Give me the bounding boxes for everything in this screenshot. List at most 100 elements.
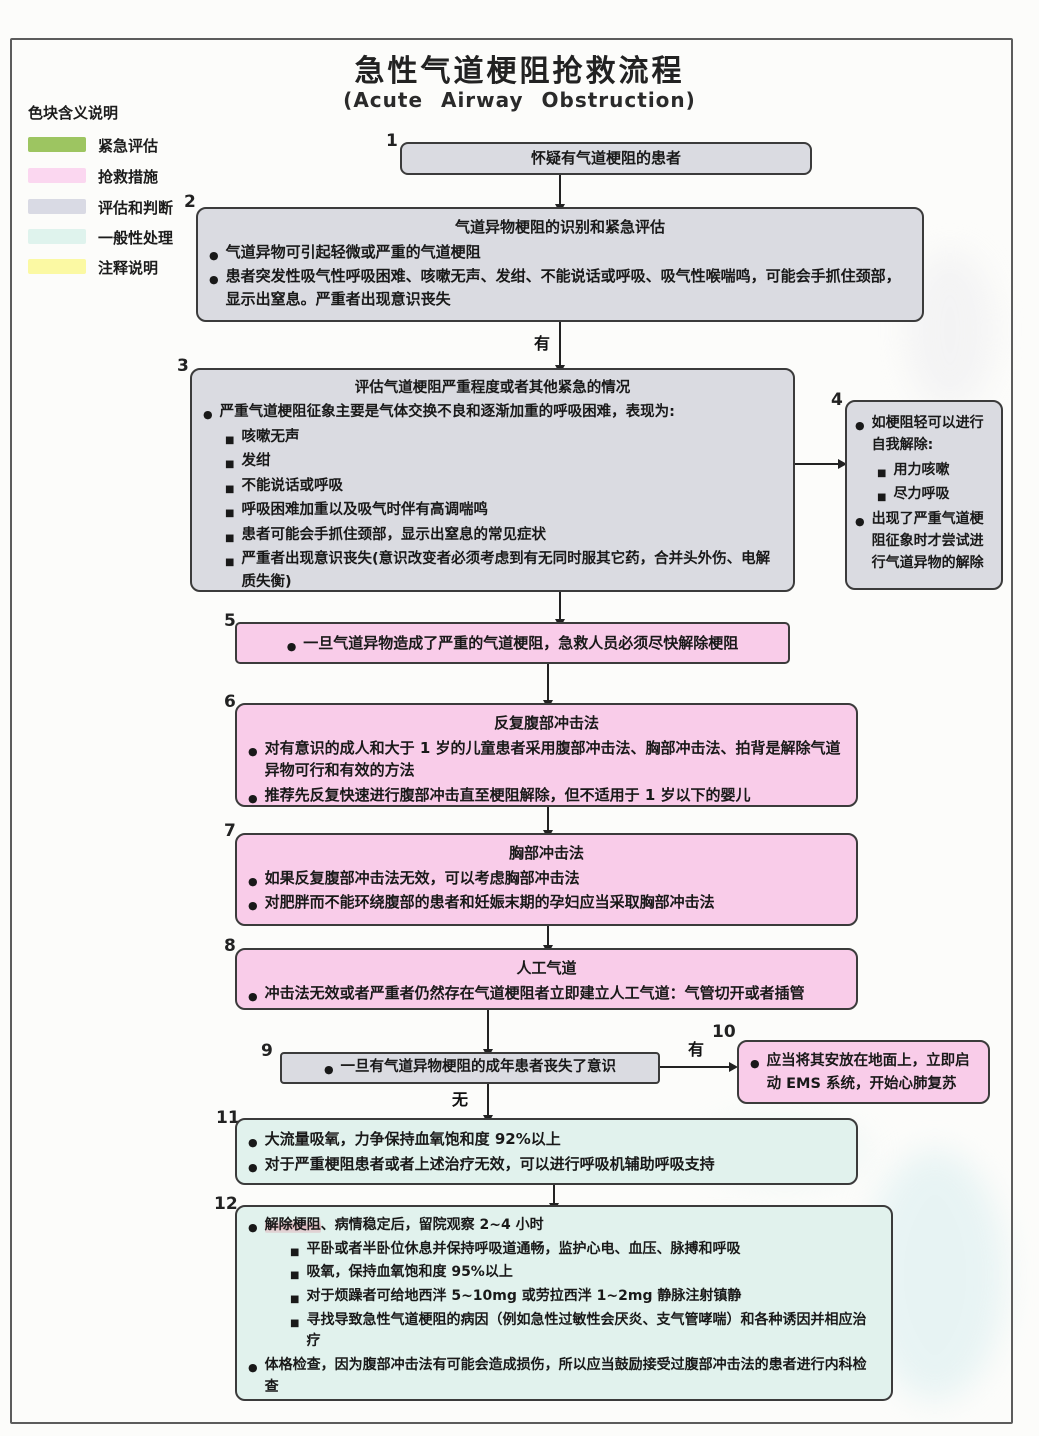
box-title: 怀疑有气道梗阻的患者: [530, 148, 681, 167]
bullet-text: 如梗阻轻可以进行自我解除:: [871, 415, 984, 454]
bullet-item: 大流量吸氧，力争保持血氧饱和度 92%以上: [248, 1128, 845, 1151]
box-1-suspected-airway-obstruction: 怀疑有气道梗阻的患者: [400, 142, 812, 175]
bullet-text: 推荐先反复快速进行腹部冲击直至梗阻解除，但不适用于 1 岁以下的婴儿: [264, 785, 751, 804]
box-number: 1: [386, 131, 398, 151]
bullet-dot-icon: [248, 784, 258, 807]
arrow-label-no: 无: [452, 1090, 469, 1109]
bullet-text: 一旦有气道异物梗阻的成年患者丧失了意识: [340, 1059, 617, 1076]
bullet-text: 如果反复腹部冲击法无效，可以考虑胸部冲击法: [264, 868, 580, 887]
bullet-item: 气道异物可引起轻微或严重的气道梗阻: [209, 241, 911, 264]
bullet-square-icon: [225, 499, 234, 521]
legend-swatch-pink: [28, 168, 86, 183]
bullet-item: 严重气道梗阻征象主要是气体交换不良和逐渐加重的呼吸困难，表现为:: [203, 401, 782, 423]
bullet-text: 解除梗阻、病情稳定后，留院观察 2~4 小时: [264, 1215, 544, 1237]
box-number: 7: [224, 821, 236, 841]
bullet-text: 咳嗽无声: [241, 428, 300, 445]
bullet-text: 尽力呼吸: [893, 486, 950, 503]
box-9-adult-loses-consciousness: 一旦有气道异物梗阻的成年患者丧失了意识: [280, 1052, 660, 1084]
box-title: 气道异物梗阻的识别和紧急评估: [454, 218, 665, 236]
sub-bullet-item: 尽力呼吸: [877, 483, 993, 505]
bullet-dot-icon: [248, 1153, 258, 1176]
sub-bullet-item: 发绀: [225, 450, 782, 472]
box-3-assess-severity: 评估气道梗阻严重程度或者其他紧急的情况 严重气道梗阻征象主要是气体交换不良和逐渐…: [190, 368, 795, 592]
bullet-dot-icon: [750, 1050, 760, 1073]
box-11-oxygen-ventilator-support: 大流量吸氧，力争保持血氧饱和度 92%以上 对于严重梗阻患者或者上述治疗无效，可…: [235, 1118, 858, 1185]
bullet-item: 如果反复腹部冲击法无效，可以考虑胸部冲击法: [248, 867, 845, 890]
arrow-box8-to-box9: [483, 1010, 493, 1058]
arrow-label-yes: 有: [688, 1040, 705, 1059]
box-number: 3: [177, 356, 189, 376]
box-title: 胸部冲击法: [508, 844, 584, 862]
bullet-text: 体格检查，因为腹部冲击法有可能会造成损伤，所以应当鼓励接受过腹部冲击法的患者进行…: [264, 1357, 867, 1395]
bullet-square-icon: [290, 1239, 299, 1261]
sub-bullet-item: 患者可能会手抓住颈部，显示出窒息的常见症状: [225, 524, 782, 546]
box-number: 11: [216, 1108, 240, 1128]
bullet-text: 平卧或者半卧位休息并保持呼吸道通畅，监护心电、血压、脉搏和呼吸: [306, 1240, 741, 1257]
bullet-item: 出现了严重气道梗阻征象时才尝试进行气道异物的解除: [855, 508, 993, 575]
bullet-item: 推荐先反复快速进行腹部冲击直至梗阻解除，但不适用于 1 岁以下的婴儿: [248, 784, 845, 807]
bullet-dot-icon: [855, 508, 865, 530]
sub-bullet-item: 咳嗽无声: [225, 426, 782, 448]
box-number: 5: [224, 611, 236, 631]
bullet-dot-icon: [287, 632, 297, 655]
box-5-must-relieve-obstruction: 一旦气道异物造成了严重的气道梗阻，急救人员必须尽快解除梗阻: [235, 622, 790, 664]
legend-label: 紧急评估: [98, 137, 159, 155]
box-6-repeated-abdominal-thrusts: 反复腹部冲击法 对有意识的成人和大于 1 岁的儿童患者采用腹部冲击法、胸部冲击法…: [235, 703, 858, 807]
legend-title: 色块含义说明: [28, 104, 119, 122]
bullet-dot-icon: [324, 1057, 334, 1079]
box-title: 反复腹部冲击法: [493, 714, 599, 732]
bullet-item: 一旦气道异物造成了严重的气道梗阻，急救人员必须尽快解除梗阻: [287, 632, 739, 655]
page-subtitle: (Acute Airway Obstruction): [343, 88, 696, 112]
arrow-box3-to-box4: [795, 459, 847, 469]
bullet-dot-icon: [248, 1355, 258, 1377]
bullet-square-icon: [290, 1262, 299, 1284]
bullet-square-icon: [225, 475, 234, 497]
arrow-box7-to-box8: [543, 926, 553, 954]
arrow-label-yes: 有: [534, 334, 551, 353]
bullet-item: 患者突发性吸气性呼吸困难、咳嗽无声、发绀、不能说话或呼吸、吸气性喉喘鸣，可能会手…: [209, 265, 911, 310]
box-number: 12: [214, 1194, 238, 1214]
sub-bullet-item: 呼吸困难加重以及吸气时伴有高调喘鸣: [225, 499, 782, 521]
bullet-text: 对于烦躁者可给地西泮 5~10mg 或劳拉西泮 1~2mg 静脉注射镇静: [306, 1288, 742, 1305]
box-number: 10: [712, 1022, 736, 1042]
legend-label: 注释说明: [98, 259, 159, 277]
bullet-square-icon: [225, 524, 234, 546]
bullet-text: 患者可能会手抓住颈部，显示出窒息的常见症状: [241, 526, 546, 543]
box-7-chest-thrusts: 胸部冲击法 如果反复腹部冲击法无效，可以考虑胸部冲击法 对肥胖而不能环绕腹部的患…: [235, 833, 858, 926]
bullet-text: 一旦气道异物造成了严重的气道梗阻，急救人员必须尽快解除梗阻: [303, 633, 739, 652]
bullet-text: 呼吸困难加重以及吸气时伴有高调喘鸣: [241, 502, 488, 519]
sub-bullet-item: 对于烦躁者可给地西泮 5~10mg 或劳拉西泮 1~2mg 静脉注射镇静: [290, 1286, 880, 1308]
sub-bullet-item: 不能说话或呼吸: [225, 475, 782, 497]
bullet-text: 用力咳嗽: [893, 461, 950, 478]
page-border-frame: [10, 38, 1013, 1424]
arrow-box9-to-box10: [660, 1062, 738, 1072]
sub-bullet-item: 吸氧，保持血氧饱和度 95%以上: [290, 1262, 880, 1284]
bullet-text: 不能说话或呼吸: [241, 477, 343, 494]
bullet-item: 解除梗阻、病情稳定后，留院观察 2~4 小时: [248, 1215, 880, 1237]
box-2-recognition-emergency-assessment: 气道异物梗阻的识别和紧急评估 气道异物可引起轻微或严重的气道梗阻 患者突发性吸气…: [196, 207, 924, 322]
arrow-box2-to-box3: [555, 322, 565, 374]
bullet-item: 一旦有气道异物梗阻的成年患者丧失了意识: [324, 1057, 617, 1079]
box-4-self-relief-note: 如梗阻轻可以进行自我解除: 用力咳嗽 尽力呼吸 出现了严重气道梗阻征象时才尝试进…: [845, 400, 1003, 590]
bullet-text: 对有意识的成人和大于 1 岁的儿童患者采用腹部冲击法、胸部冲击法、拍背是解除气道…: [264, 738, 841, 780]
bullet-square-icon: [290, 1310, 299, 1332]
bullet-square-icon: [225, 426, 234, 448]
bullet-dot-icon: [248, 891, 258, 914]
box-number: 4: [831, 390, 843, 410]
box-title: 人工气道: [516, 959, 577, 977]
bullet-text: 吸氧，保持血氧饱和度 95%以上: [306, 1264, 513, 1281]
box-8-artificial-airway: 人工气道 冲击法无效或者严重者仍然存在气道梗阻者立即建立人工气道：气管切开或者插…: [235, 948, 858, 1010]
sub-bullet-item: 寻找导致急性气道梗阻的病因（例如急性过敏性会厌炎、支气管哮喘）和各种诱因并相应治…: [290, 1310, 880, 1353]
bullet-text: 严重气道梗阻征象主要是气体交换不良和逐渐加重的呼吸困难，表现为:: [219, 404, 675, 421]
legend-swatch-gray: [28, 199, 86, 214]
bullet-dot-icon: [248, 737, 258, 760]
bullet-dot-icon: [209, 265, 219, 288]
bullet-dot-icon: [248, 1128, 258, 1151]
arrow-box6-to-box7: [543, 807, 553, 839]
bullet-dot-icon: [248, 867, 258, 890]
sub-bullet-item: 用力咳嗽: [877, 459, 993, 481]
bullet-item: 冲击法无效或者严重者仍然存在气道梗阻者立即建立人工气道：气管切开或者插管: [248, 982, 845, 1005]
legend-swatch-yellow: [28, 259, 86, 274]
bullet-item: 体格检查，因为腹部冲击法有可能会造成损伤，所以应当鼓励接受过腹部冲击法的患者进行…: [248, 1355, 880, 1398]
